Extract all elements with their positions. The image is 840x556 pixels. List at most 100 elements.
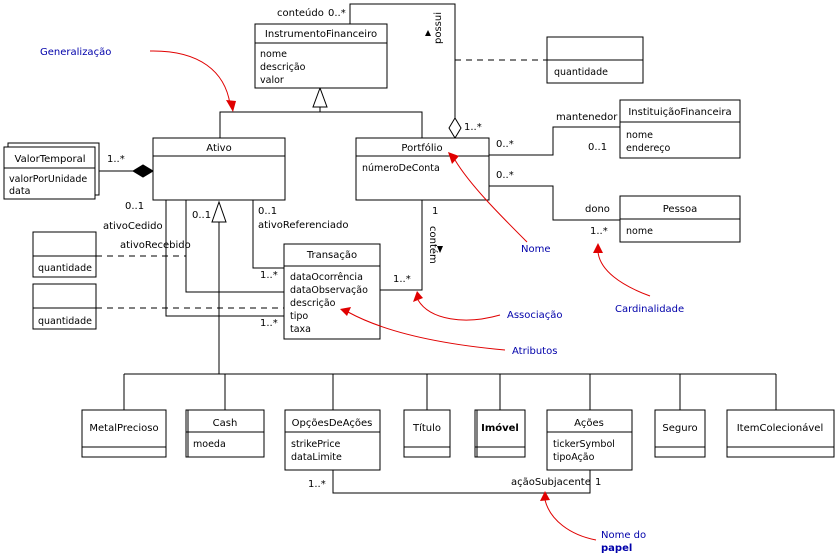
class-attribute: taxa	[290, 324, 311, 335]
multiplicity-label: 1	[432, 206, 438, 217]
class-cash: Cash moeda	[185, 409, 265, 458]
class-attribute: tickerSymbol	[553, 439, 615, 450]
red-arrow-icon	[597, 251, 651, 297]
association-conteudo	[349, 3, 456, 118]
class-seguro: Seguro	[654, 409, 706, 458]
class-attribute: descrição	[260, 62, 306, 73]
multiplicity-label: 1	[595, 477, 601, 488]
class-attribute: nome	[260, 49, 287, 60]
role-label-ativo-cedido: ativoCedido	[103, 221, 163, 232]
composition-diamond-icon	[132, 164, 154, 178]
note-associacao: Associação	[507, 310, 563, 321]
class-imovel: Imóvel	[474, 409, 526, 458]
class-titulo: Título	[403, 409, 451, 458]
role-label-conteudo: conteúdo	[277, 7, 324, 19]
multiplicity-label: 1..*	[260, 270, 278, 281]
class-name: OpçõesDeAções	[292, 418, 373, 429]
class-name: Ativo	[206, 143, 231, 154]
annotations: Generalização Nome Cardinalidade Associa…	[40, 47, 684, 554]
association-ativo-recebido	[165, 200, 284, 317]
direction-arrow-down-icon	[437, 246, 443, 253]
class-attribute: tipoAção	[553, 452, 595, 463]
role-label-ativo-referenciado: ativoReferenciado	[258, 220, 348, 231]
role-label-ativo-recebido: ativoRecebido	[120, 240, 191, 251]
multiplicity-label: 1..*	[107, 154, 125, 165]
class-attribute: descrição	[290, 298, 336, 309]
class-name: MetalPrecioso	[89, 423, 158, 434]
note-generalizacao: Generalização	[40, 47, 111, 58]
class-item-colecionavel: ItemColecionável	[726, 409, 835, 458]
association-dono	[489, 185, 620, 221]
red-arrowhead-icon	[593, 243, 603, 253]
class-opcoes-de-acoes: OpçõesDeAções strikePrice dataLimite	[284, 409, 381, 471]
class-name: Imóvel	[481, 422, 519, 434]
red-arrow-icon	[417, 299, 501, 321]
class-ativo: Ativo	[152, 137, 286, 201]
red-arrow-icon	[347, 311, 506, 351]
connector-lines	[96, 3, 777, 494]
class-acoes: Ações tickerSymbol tipoAção	[546, 409, 633, 471]
multiplicity-label: 0..1	[192, 210, 211, 221]
association-mantenedor	[489, 126, 620, 156]
note-cardinalidade: Cardinalidade	[615, 304, 684, 315]
generalization-branch-ativo	[219, 111, 423, 138]
class-name: InstituiçãoFinanceira	[628, 107, 731, 118]
class-attribute: moeda	[193, 439, 226, 450]
class-transacao: Transação dataOcorrência dataObservação …	[283, 243, 381, 340]
association-labels: conteúdo 0..* possui 1..* mantenedor 0..…	[103, 7, 618, 490]
aggregation-diamond-icon	[448, 117, 462, 139]
association-ativo-cedido	[185, 200, 284, 293]
class-name: ItemColecionável	[737, 422, 824, 434]
multiplicity-label: 1..*	[393, 274, 411, 285]
note-nome: Nome	[521, 244, 551, 255]
class-attribute: dataObservação	[290, 285, 368, 296]
role-label-mantenedor: mantenedor	[556, 112, 618, 123]
class-pessoa: Pessoa nome	[619, 195, 741, 243]
class-attribute: endereço	[626, 143, 671, 154]
class-attribute: quantidade	[38, 316, 92, 327]
class-attribute: dataLimite	[291, 452, 342, 463]
class-name: Seguro	[662, 423, 697, 434]
multiplicity-label: 0..*	[496, 170, 514, 181]
multiplicity-label: 1..*	[308, 479, 326, 490]
red-arrow-icon	[149, 50, 231, 105]
class-attribute: valorPorUnidade	[9, 174, 87, 185]
multiplicity-label: 1..*	[260, 318, 278, 329]
class-name: Transação	[306, 250, 357, 261]
red-arrow-icon	[454, 159, 528, 243]
class-attribute: data	[9, 186, 30, 197]
class-name: Pessoa	[663, 204, 698, 215]
red-arrowhead-icon	[226, 100, 236, 112]
multiplicity-label: 1..*	[590, 226, 608, 237]
association-class-cedido: quantidade	[32, 231, 97, 278]
association-class-possui: quantidade	[546, 36, 644, 84]
class-instrumento-financeiro: InstrumentoFinanceiro nome descrição val…	[254, 23, 388, 89]
class-name: InstrumentoFinanceiro	[265, 29, 377, 40]
association-name-contem: contém	[427, 226, 439, 264]
class-attribute: quantidade	[554, 67, 608, 78]
multiplicity-label: 0..1	[588, 142, 607, 153]
class-name: Título	[412, 422, 441, 434]
red-arrowhead-icon	[540, 491, 550, 501]
association-ativo-referenciado	[252, 200, 284, 269]
red-arrow-icon	[544, 499, 597, 541]
multiplicity-label: 0..*	[496, 139, 514, 150]
red-arrowhead-icon	[413, 291, 423, 302]
red-arrowhead-icon	[340, 307, 351, 316]
multiplicity-label: 0..1	[125, 201, 144, 212]
direction-arrow-up-icon	[425, 30, 431, 36]
class-name: Cash	[213, 418, 238, 429]
class-attribute: strikePrice	[291, 439, 341, 450]
class-valor-temporal: ValorTemporal valorPorUnidade data	[3, 142, 100, 200]
class-name: Ações	[574, 418, 604, 429]
note-nome-do: Nome do	[601, 530, 646, 541]
note-papel: papel	[601, 543, 632, 554]
class-attribute: nome	[626, 130, 653, 141]
association-name-possui: possui	[433, 12, 444, 44]
class-attribute: tipo	[290, 311, 308, 322]
class-name: Portfólio	[401, 142, 442, 154]
generalization-arrow-instrumento	[312, 86, 328, 108]
association-acao-subjacente	[332, 470, 591, 494]
class-attribute: quantidade	[38, 263, 92, 274]
